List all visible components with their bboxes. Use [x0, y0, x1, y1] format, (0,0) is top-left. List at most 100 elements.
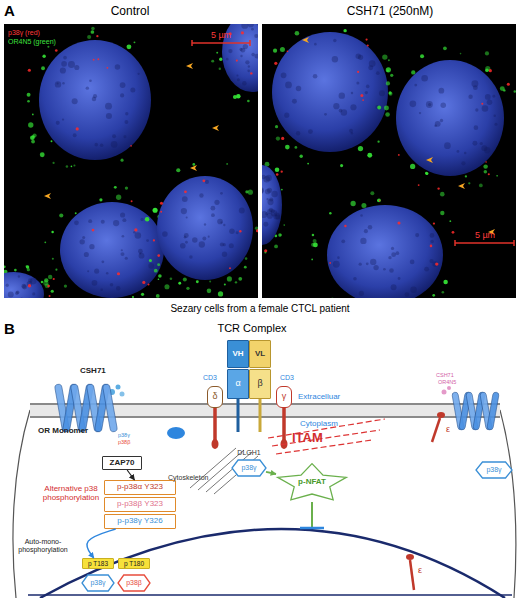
- or4n5-signal: [361, 203, 366, 208]
- tcr-variable-domain: VL: [249, 340, 271, 368]
- p38-signal: [184, 190, 187, 193]
- node-label: p-p38β Y323: [117, 500, 163, 509]
- p38-signal: [157, 254, 160, 257]
- chromatin-texture: [87, 270, 89, 272]
- or4n5-signal: [170, 277, 173, 280]
- p38-signal: [160, 211, 162, 213]
- chromatin-texture: [72, 98, 78, 104]
- or4n5-signal: [164, 284, 169, 289]
- phospho-site-tag: p T183: [82, 558, 114, 569]
- chromatin-texture: [360, 214, 363, 217]
- node-label: p-NFAT: [298, 478, 326, 487]
- chromatin-texture: [333, 39, 336, 42]
- chromatin-texture: [308, 129, 313, 134]
- or4n5-signal: [132, 296, 134, 298]
- scale-bar: [455, 242, 514, 244]
- receptor-label: OR Monomer: [38, 426, 88, 435]
- or4n5-signal: [443, 280, 448, 285]
- p38-signal: [229, 267, 231, 269]
- cell-nucleus: [396, 60, 504, 176]
- chromatin-texture: [271, 209, 275, 213]
- chromatin-texture: [229, 228, 235, 234]
- or4n5-signal: [227, 276, 232, 281]
- tcr-stem: [259, 399, 262, 432]
- p38-signal: [160, 202, 163, 205]
- nuclear-envelope: [40, 529, 505, 598]
- drug-label: CSH71: [436, 372, 454, 378]
- p38-signal: [47, 285, 50, 288]
- or4n5-signal: [420, 54, 424, 58]
- chromatin-texture: [121, 249, 123, 251]
- scale-label: 5 µm: [460, 230, 510, 240]
- motif-label: ITAM: [292, 431, 323, 446]
- chromatin-texture: [292, 99, 297, 104]
- pointer-arrowhead: [186, 63, 193, 69]
- chromatin-texture: [434, 125, 437, 128]
- panel-title: Control: [80, 5, 180, 19]
- or4n5-signal: [192, 163, 195, 166]
- chromatin-texture: [139, 253, 145, 259]
- or4n5-signal: [275, 125, 278, 128]
- node-label: p-p38α Y323: [117, 483, 163, 492]
- chromatin-texture: [415, 233, 419, 237]
- or4n5-signal: [330, 298, 334, 299]
- chromatin-texture: [482, 105, 489, 112]
- chromatin-texture: [281, 73, 287, 79]
- phospho-site-tag: p T180: [118, 558, 150, 569]
- panel-letter: B: [4, 320, 15, 337]
- or4n5-signal: [73, 165, 75, 167]
- or4n5-signal: [51, 231, 53, 233]
- chromatin-texture: [55, 81, 61, 87]
- scale-label: 5 µm: [196, 30, 246, 40]
- pointer-arrowhead: [302, 37, 309, 43]
- pointer-arrowhead: [44, 193, 51, 199]
- or4n5-signal: [219, 68, 221, 70]
- stain-label: p38γ (red): [8, 29, 40, 37]
- scale-bar: [191, 40, 193, 46]
- chromatin-texture: [112, 134, 116, 138]
- p38-signal: [274, 62, 277, 65]
- or4n5-signal: [31, 140, 35, 144]
- or4n5-signal: [386, 81, 390, 85]
- chromatin-texture: [223, 224, 225, 226]
- or4n5-signal: [311, 259, 313, 261]
- or4n5-signal: [385, 112, 390, 117]
- chromatin-texture: [222, 252, 227, 257]
- chromatin-texture: [396, 251, 400, 255]
- or4n5-signal: [125, 186, 128, 189]
- or4n5-signal: [28, 122, 33, 127]
- chromatin-texture: [353, 277, 357, 281]
- or4n5-signal: [370, 191, 374, 195]
- p38-signal: [236, 60, 238, 62]
- chromatin-texture: [440, 119, 443, 122]
- or4n5-signal: [388, 59, 390, 61]
- chromatin-texture: [484, 147, 490, 153]
- tcr-chain: β: [249, 369, 271, 399]
- p38-signal: [153, 239, 155, 241]
- chromatin-texture: [8, 292, 14, 298]
- chromatin-texture: [366, 85, 370, 89]
- itam-tail: [282, 408, 286, 440]
- or4n5-signal: [40, 152, 45, 157]
- or4n5-signal: [503, 89, 505, 91]
- node-label: α: [235, 379, 240, 389]
- p38-signal: [276, 173, 279, 176]
- epsilon-chain: [437, 412, 445, 418]
- chromatin-texture: [248, 24, 254, 27]
- chromatin-texture: [266, 198, 268, 200]
- tcr-stem: [212, 399, 288, 449]
- or4n5-signal: [340, 164, 343, 167]
- or4n5-signal: [449, 220, 451, 222]
- p38-hexagon-outline: [118, 575, 150, 591]
- or4n5-signal: [59, 213, 63, 217]
- cytoskeleton-filament: [190, 448, 236, 488]
- chromatin-texture: [205, 180, 209, 184]
- or4n5-signal: [45, 283, 50, 288]
- chromatin-texture: [60, 67, 66, 73]
- chromatin-texture: [263, 222, 268, 227]
- p38-signal: [239, 230, 241, 232]
- chromatin-texture: [485, 94, 491, 100]
- bound-protein-label: p38γ: [118, 432, 130, 438]
- or4n5-signal: [411, 70, 415, 74]
- chromatin-texture: [314, 43, 317, 46]
